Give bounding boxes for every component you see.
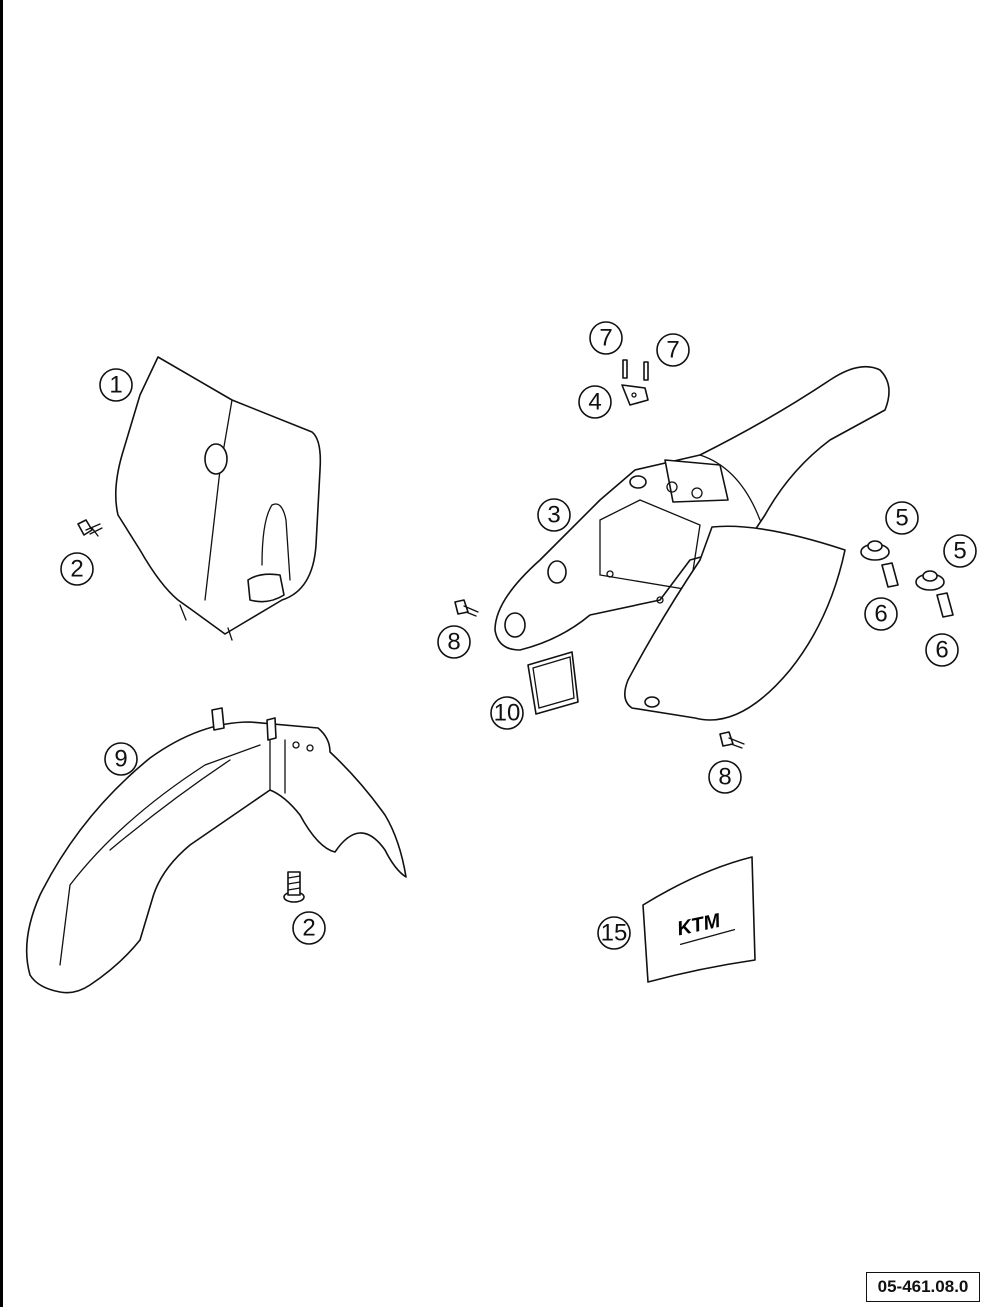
callout-7-left: 7 bbox=[589, 321, 623, 355]
callout-4: 4 bbox=[578, 385, 612, 419]
svg-text:15: 15 bbox=[601, 920, 628, 947]
svg-text:7: 7 bbox=[599, 325, 612, 352]
svg-text:8: 8 bbox=[718, 764, 731, 791]
screws-6 bbox=[881, 562, 954, 618]
callout-5-left: 5 bbox=[885, 501, 919, 535]
callout-6-right: 6 bbox=[925, 633, 959, 667]
svg-text:3: 3 bbox=[547, 502, 560, 529]
callout-3: 3 bbox=[537, 498, 571, 532]
page-border-line bbox=[0, 0, 3, 1307]
reflector-10 bbox=[527, 651, 579, 715]
callout-8-lower: 8 bbox=[708, 760, 742, 794]
svg-text:6: 6 bbox=[935, 637, 948, 664]
bolts-8 bbox=[454, 599, 745, 749]
svg-text:6: 6 bbox=[874, 601, 887, 628]
screws-7 bbox=[622, 359, 649, 381]
front-fender bbox=[25, 707, 407, 994]
clip-4 bbox=[621, 384, 649, 406]
svg-text:2: 2 bbox=[70, 556, 83, 583]
callout-2-lower: 2 bbox=[292, 911, 326, 945]
svg-text:1: 1 bbox=[109, 372, 122, 399]
front-number-plate bbox=[114, 356, 322, 641]
callout-6-left: 6 bbox=[864, 597, 898, 631]
callout-9: 9 bbox=[104, 742, 138, 776]
svg-text:7: 7 bbox=[666, 337, 679, 364]
svg-text:5: 5 bbox=[895, 505, 908, 532]
svg-text:10: 10 bbox=[494, 700, 521, 727]
svg-text:4: 4 bbox=[588, 389, 601, 416]
svg-text:9: 9 bbox=[114, 746, 127, 773]
callout-8-left: 8 bbox=[437, 625, 471, 659]
callout-5-right: 5 bbox=[943, 534, 977, 568]
callout-1: 1 bbox=[99, 368, 133, 402]
callout-15: 15 bbox=[597, 916, 631, 950]
svg-text:5: 5 bbox=[953, 538, 966, 565]
callout-2-upper: 2 bbox=[60, 552, 94, 586]
svg-text:8: 8 bbox=[447, 629, 460, 656]
svg-text:2: 2 bbox=[302, 915, 315, 942]
grommets-5 bbox=[860, 540, 945, 591]
rear-fender bbox=[494, 365, 890, 651]
side-number-plate bbox=[624, 525, 846, 721]
callout-7-right: 7 bbox=[656, 333, 690, 367]
drawing-reference-code: 05-461.08.0 bbox=[866, 1272, 980, 1302]
screw-2-lower bbox=[283, 871, 305, 903]
callout-10: 10 bbox=[490, 696, 524, 730]
decal-15: KTM bbox=[642, 856, 756, 983]
bolt-2-upper bbox=[77, 519, 103, 537]
